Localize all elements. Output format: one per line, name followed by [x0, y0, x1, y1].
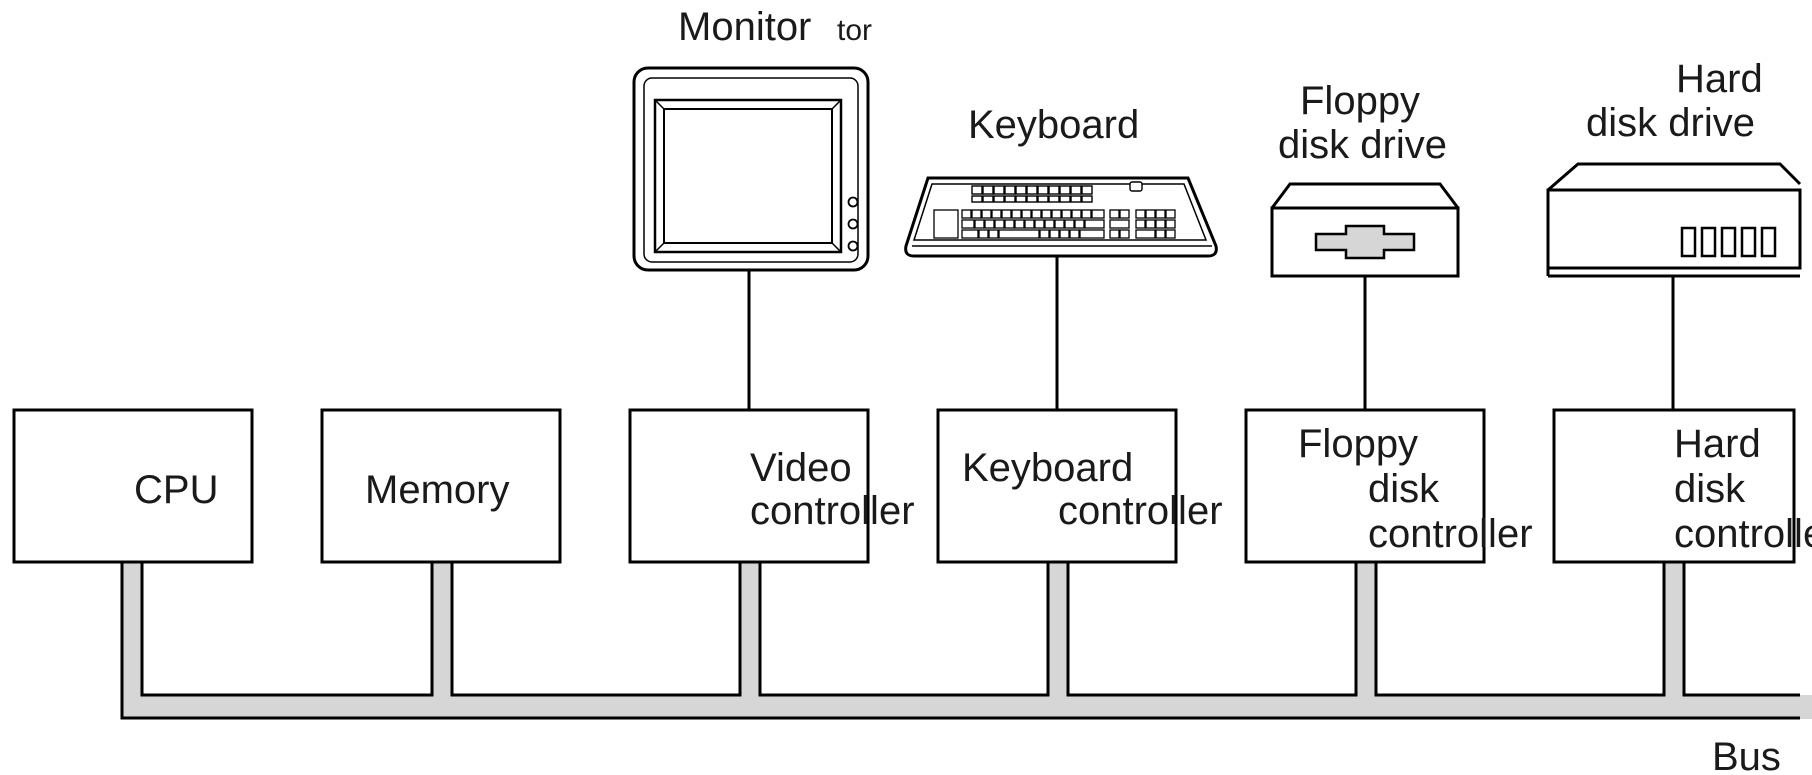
hard-disk-drive-icon — [1546, 162, 1802, 278]
memory-label: Memory — [365, 468, 509, 512]
video-controller-label-line1: Video — [750, 446, 852, 490]
floppy-controller-label-line1: Floppy — [1298, 422, 1418, 466]
cpu-label: CPU — [134, 468, 218, 512]
hard-disk-controller-label-line1: Hard — [1674, 422, 1761, 466]
monitor-label: Monitor — [678, 5, 811, 49]
memory-box: Memory — [320, 408, 562, 564]
video-controller-box: Video controller — [628, 408, 915, 564]
keyboard-controller-box: Keyboard controller — [936, 408, 1223, 564]
keyboard-icon — [904, 176, 1218, 258]
floppy-controller-box: Floppy disk controller — [1244, 408, 1533, 564]
hard-disk-controller-label-line2: disk — [1674, 467, 1746, 511]
keyboard-controller-label-line1: Keyboard — [962, 446, 1133, 490]
cpu-box: CPU — [12, 408, 254, 564]
floppy-drive-label-line1: Floppy — [1300, 79, 1420, 123]
keyboard-main-keys — [933, 209, 1176, 239]
bus-label: Bus — [1712, 735, 1781, 775]
hard-disk-drive-label-line2: disk drive — [1586, 101, 1755, 145]
floppy-drive-icon — [1270, 182, 1460, 278]
monitor-label-fragment: tor — [837, 14, 872, 47]
floppy-drive-label-line2: disk drive — [1278, 123, 1447, 167]
monitor-icon — [632, 66, 870, 272]
keyboard-device-label: Keyboard — [968, 103, 1139, 147]
floppy-controller-label-line2: disk — [1368, 467, 1440, 511]
video-controller-label-line2: controller — [750, 489, 915, 533]
system-bus — [120, 560, 1812, 720]
keyboard-controller-label-line2: controller — [1058, 489, 1223, 533]
hard-disk-controller-box: Hard disk controller — [1552, 408, 1812, 564]
floppy-controller-label-line3: controller — [1368, 512, 1533, 556]
hard-disk-drive-label-line1: Hard — [1676, 57, 1763, 101]
keyboard-top-keys — [971, 181, 1143, 203]
hard-disk-indicator-lights — [1680, 226, 1777, 258]
hard-disk-controller-label-line3: controller — [1674, 512, 1812, 556]
